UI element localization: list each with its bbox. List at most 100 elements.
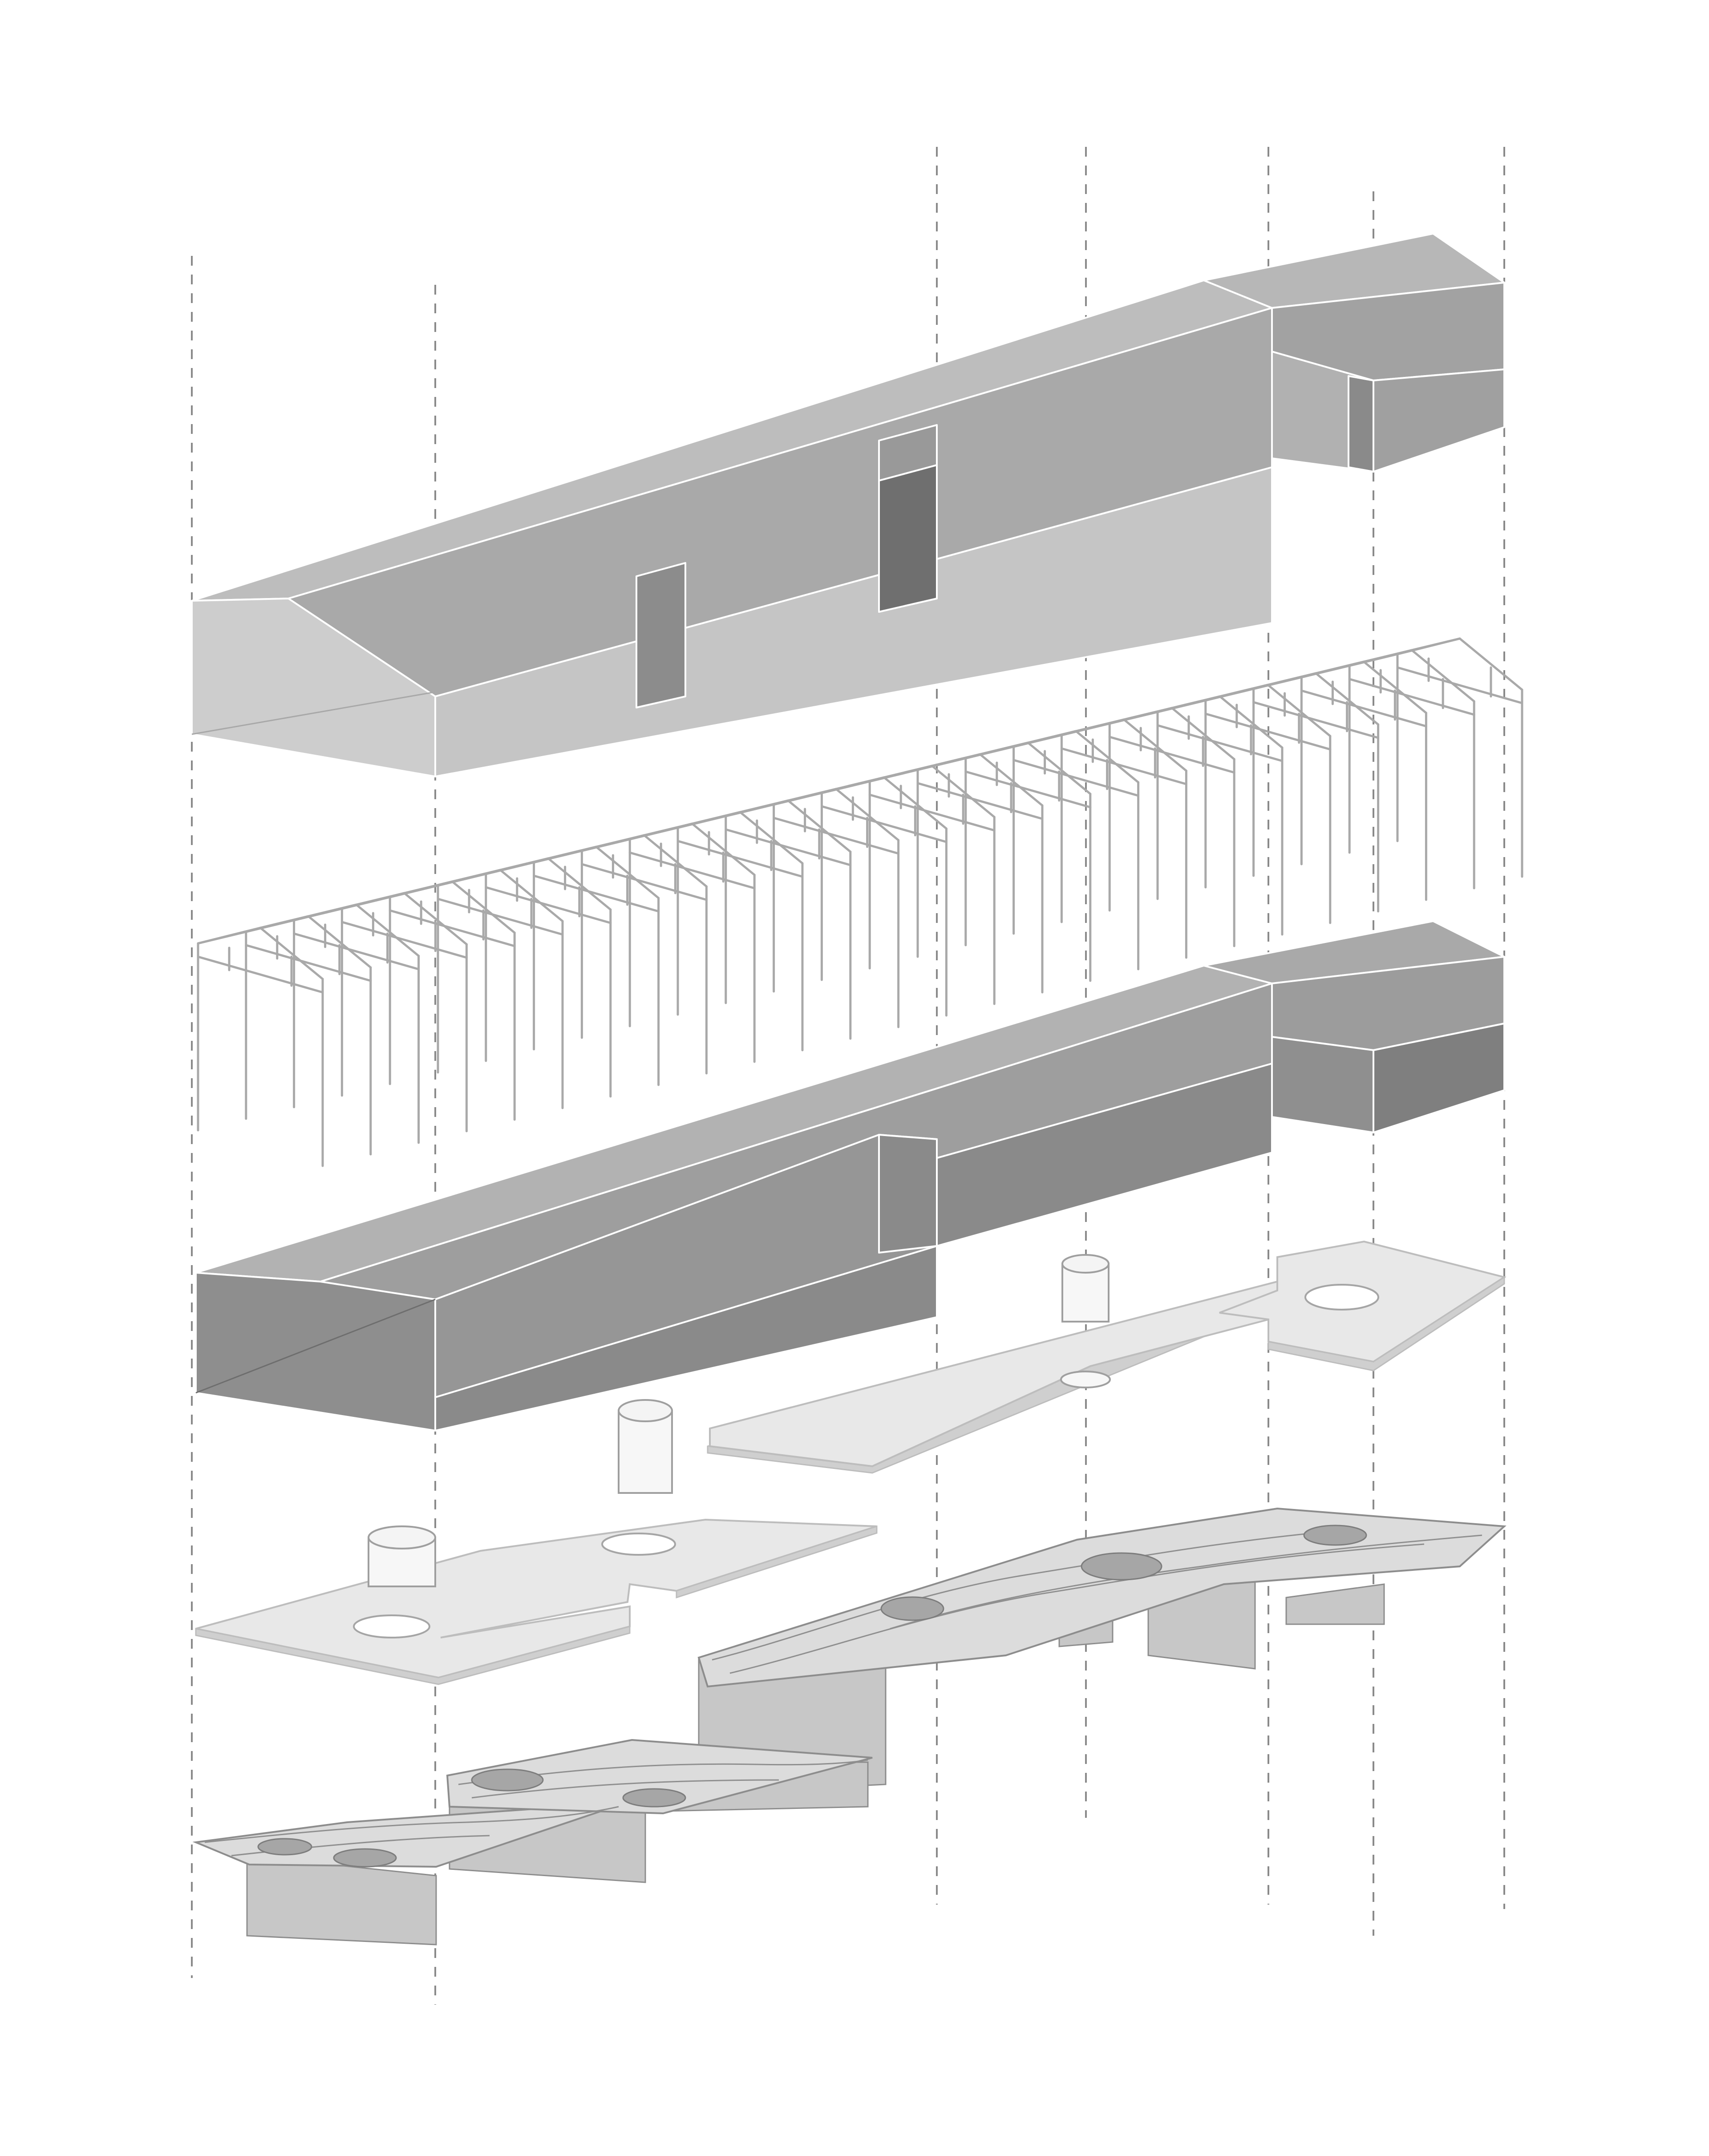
frame-member — [437, 898, 564, 936]
envelope-lower — [195, 920, 1505, 1432]
contour-line — [471, 1779, 779, 1799]
frame-member — [1075, 730, 1140, 784]
frame-member — [676, 815, 727, 829]
frame-member — [835, 788, 900, 841]
frame-member — [580, 863, 708, 901]
frame-member — [293, 907, 343, 922]
contour-line — [204, 1806, 619, 1843]
frame-member — [197, 930, 247, 945]
frame-member — [1108, 736, 1235, 774]
frame-member — [916, 757, 967, 771]
frame-member — [485, 886, 612, 924]
frame-member — [245, 919, 296, 933]
frame-member — [1108, 711, 1159, 725]
frame-member — [931, 765, 996, 818]
frame-member — [340, 921, 468, 959]
frame-member — [1300, 664, 1351, 679]
frame-member — [868, 793, 996, 832]
frame-member — [403, 892, 468, 946]
frame-member — [1156, 724, 1284, 762]
frame-member — [820, 805, 948, 843]
frame-member — [1267, 684, 1332, 737]
contour-line — [729, 1543, 1425, 1674]
portal-frame — [868, 753, 996, 1005]
contour-peak — [471, 1768, 544, 1792]
annex-side-wall — [1373, 368, 1505, 473]
frame-member — [773, 792, 823, 806]
frame-member — [1122, 718, 1187, 772]
frame-member — [964, 745, 1015, 760]
portal-frame — [1108, 695, 1235, 947]
portal-frame — [293, 892, 420, 1144]
terrain-section — [1285, 1583, 1385, 1625]
frame-member — [1396, 666, 1523, 704]
gable-diagonal — [191, 691, 436, 735]
annex-front-wall — [1271, 1036, 1374, 1133]
frame-member — [355, 903, 420, 957]
entrance-recess — [878, 464, 938, 613]
frame-member — [868, 769, 919, 783]
frame-member — [533, 874, 660, 913]
frame-member — [595, 845, 660, 899]
frame-member — [916, 782, 1044, 820]
frame-member — [307, 915, 372, 969]
frame-member — [485, 861, 535, 875]
slab-edge — [676, 1525, 878, 1599]
portal-frame — [197, 915, 324, 1167]
contour-peak — [333, 1848, 397, 1868]
portal-frame — [1252, 660, 1380, 913]
frame-member — [725, 828, 852, 866]
portal-frame — [533, 834, 660, 1086]
contour-peak — [1303, 1525, 1367, 1546]
terrain-lower — [192, 1739, 873, 1946]
frame-member — [725, 803, 775, 817]
floor-slabs-lower — [195, 1518, 878, 1685]
drum-cylinder — [618, 1410, 673, 1494]
frame-member — [451, 880, 516, 934]
portal-frame — [1012, 718, 1140, 971]
frame-member — [691, 822, 756, 876]
portal-frame — [820, 765, 948, 1017]
frame-member — [1458, 637, 1523, 691]
portal-frame — [245, 903, 372, 1156]
frame-member — [437, 873, 487, 887]
frame-member — [1170, 707, 1235, 760]
frame-member — [1252, 701, 1380, 739]
contour-peak — [622, 1788, 686, 1808]
frame-member — [1362, 660, 1427, 714]
entrance-canopy — [878, 424, 938, 481]
frame-member — [197, 955, 324, 994]
slab-edge — [1268, 1276, 1505, 1371]
frame-member — [1348, 653, 1399, 667]
frame-member — [628, 851, 756, 890]
drum-base — [1060, 1371, 1111, 1388]
frame-member — [787, 799, 852, 853]
entrance-recess — [636, 562, 686, 708]
portal-frame — [628, 811, 756, 1063]
contour-peak — [257, 1838, 312, 1856]
portal-frame — [1300, 649, 1427, 901]
frame-member — [547, 857, 612, 911]
frame-member — [820, 780, 871, 794]
contour-peak — [1081, 1552, 1162, 1581]
slab-edge — [195, 1626, 631, 1685]
slab-opening — [1304, 1284, 1379, 1311]
frame-member — [1252, 676, 1303, 690]
frame-member — [739, 811, 804, 865]
frame-member — [533, 849, 583, 864]
floor-slabs-upper — [618, 1240, 1507, 1494]
frame-member — [1156, 699, 1207, 713]
step-block — [878, 1134, 938, 1254]
gable-end-wall — [195, 1272, 436, 1432]
slab-opening — [601, 1533, 676, 1556]
portal-frame — [964, 730, 1092, 982]
frame-member — [245, 944, 372, 982]
envelope-upper — [191, 233, 1505, 777]
frame-member — [773, 817, 900, 855]
portal-frame — [437, 857, 564, 1109]
frame-member — [1060, 722, 1111, 736]
portal-frame — [1348, 637, 1475, 890]
frame-member — [964, 770, 1092, 809]
frame-member — [1315, 672, 1380, 726]
drum-top — [618, 1399, 673, 1422]
